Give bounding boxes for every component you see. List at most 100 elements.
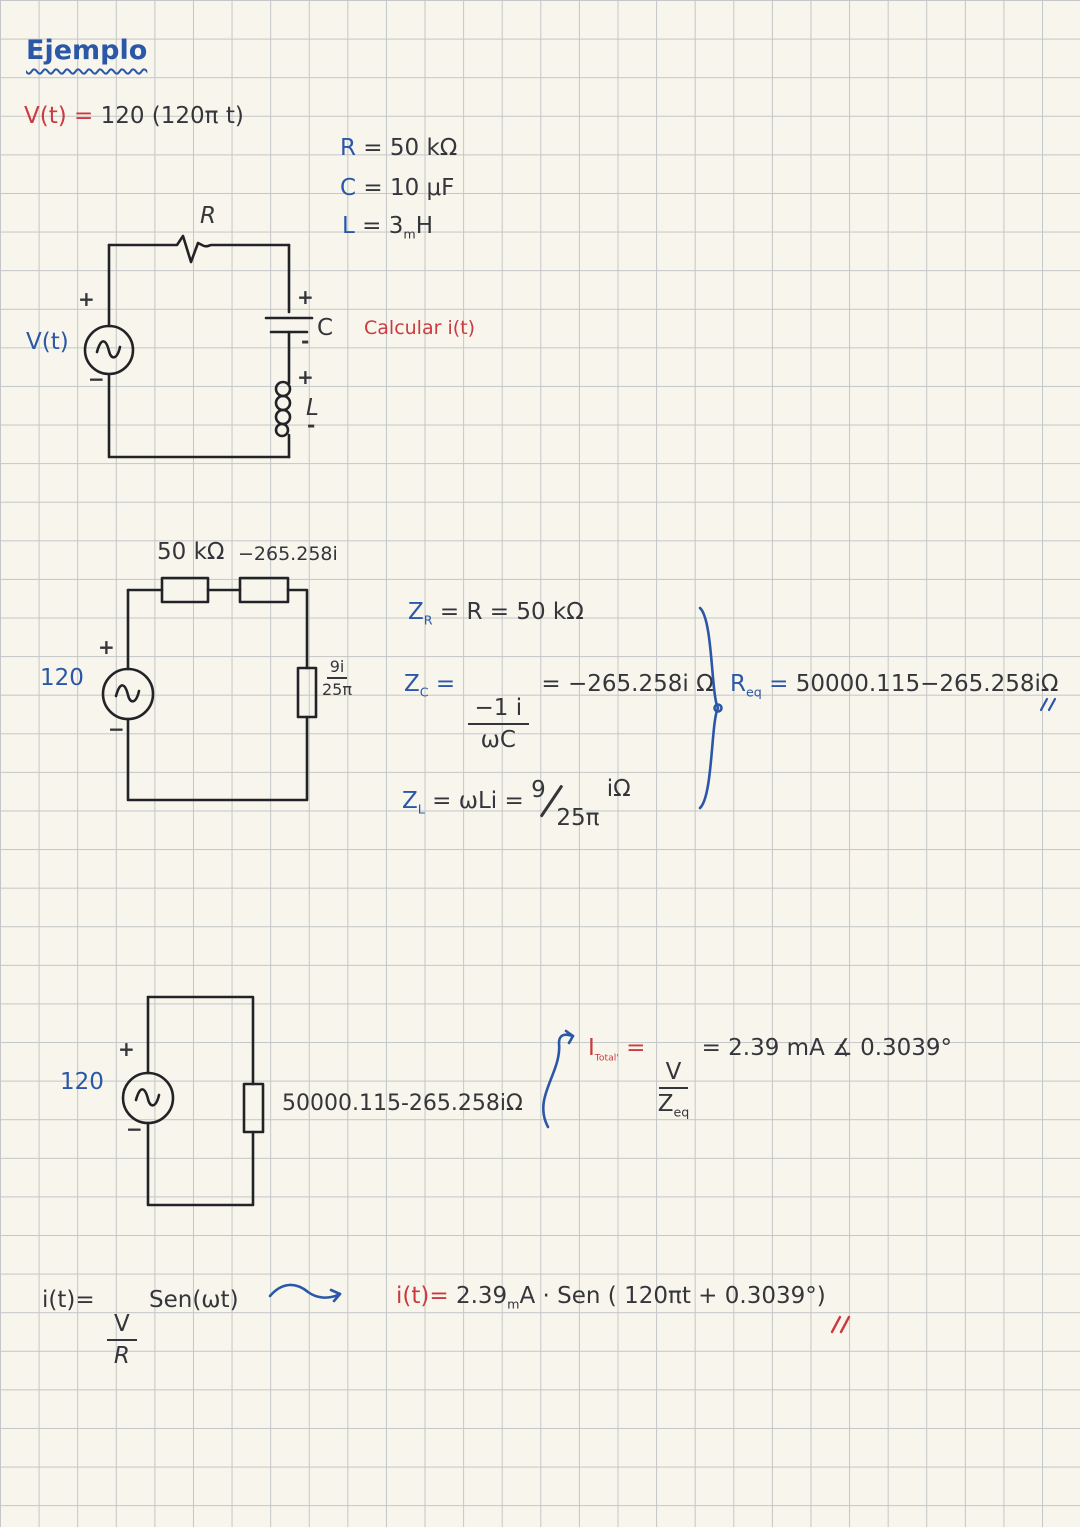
equation-zl: ZL = ωLi = 9 25π iΩ [402, 776, 631, 831]
circuit3-source-value: 120 [60, 1069, 104, 1095]
itotal-den-subscript: eq [673, 1105, 690, 1121]
circuit2-source-plus: + [98, 635, 115, 659]
req-closing-tick-icon [1039, 697, 1057, 712]
req-value: 50000.115−265.258iΩ [795, 671, 1059, 697]
circuit1-capacitor-label: C [317, 315, 334, 341]
itotal-subscript: Total' [594, 1052, 619, 1064]
generic-current-fraction: V R [106, 1311, 137, 1370]
circuit2-inductor-num: 9i [326, 658, 348, 679]
param-capacitance-value: = 10 μF [363, 175, 455, 201]
circuit1-cap-minus: - [301, 329, 310, 353]
circuit3-schematic [121, 995, 265, 1207]
circuit3-impedance-value: 50000.115-265.258iΩ [282, 1091, 523, 1116]
param-capacitance-symbol: C [340, 175, 357, 201]
zl-denominator: 25π [556, 805, 600, 831]
zc-equals: = [435, 671, 456, 697]
circuit2-schematic [101, 576, 318, 802]
inductor-symbol [274, 380, 292, 438]
given-voltage-rhs: 120 (120π t) [100, 103, 244, 129]
circuit1-source-minus: − [88, 367, 105, 391]
circuit2-inductor-value: 9i 25π [322, 658, 352, 698]
sine-glyph [95, 340, 122, 359]
param-capacitance: C = 10 μF [340, 175, 455, 201]
equation-final-current: i(t)= 2.39mA · Sen ( 120πt + 0.3039°) [396, 1283, 826, 1312]
itotal-result: = 2.39 mA ∡ 0.3039° [701, 1035, 953, 1061]
sine-glyph [114, 684, 141, 703]
given-voltage-equation: V(t) = 120 (120π t) [24, 103, 244, 129]
circuit1-inductor-label: L [306, 395, 319, 421]
param-inductance-unit: H [415, 213, 433, 239]
zl-subscript: L [417, 801, 425, 817]
circuit1-resistor-label: R [200, 203, 216, 229]
generic-current-num: V [106, 1311, 137, 1342]
req-subscript: eq [745, 684, 762, 700]
capacitor-box [238, 576, 290, 604]
resistor-box [160, 576, 210, 604]
sine-glyph [134, 1088, 161, 1107]
wavy-arrow-icon [268, 1283, 342, 1303]
itotal-den-symbol: Z [657, 1091, 674, 1118]
zc-denominator: ωC [480, 727, 516, 754]
zc-fraction: −1 i ωC [467, 695, 530, 754]
zl-symbol: Z [402, 788, 418, 814]
param-inductance: L = 3mH [342, 213, 433, 242]
generic-current-lhs: i(t)= [42, 1287, 95, 1313]
final-current-amplitude: 2.39 [455, 1283, 508, 1309]
param-resistance: R = 50 kΩ [340, 135, 458, 161]
circuit1-schematic [83, 234, 314, 459]
generic-current-den: R [113, 1343, 130, 1370]
equivalent-impedance-box [242, 1082, 265, 1134]
inductor-box [296, 666, 318, 719]
param-inductance-symbol: L [342, 213, 355, 239]
req-symbol: R [730, 671, 746, 697]
itotal-fraction: V Zeq [657, 1059, 690, 1121]
itotal-numerator: V [658, 1059, 689, 1090]
circuit2-source-value: 120 [40, 665, 84, 691]
zc-symbol: Z [404, 671, 420, 697]
zl-middle: = ωLi = [432, 788, 524, 814]
circuit1-ind-plus: + [297, 365, 314, 389]
circuit1-source-plus: + [78, 287, 95, 311]
zr-subscript: R [423, 612, 433, 628]
zl-fraction: 9 25π [531, 777, 607, 831]
circuit3-source-plus: + [118, 1037, 135, 1061]
circuit3-source-minus: − [126, 1117, 143, 1141]
flow-arrow-icon [542, 1029, 575, 1129]
final-current-expression: A · Sen ( 120πt + 0.3039°) [519, 1283, 826, 1309]
zc-subscript: C [419, 684, 429, 700]
circuit1-ind-minus: - [307, 413, 316, 437]
param-resistance-value: = 50 kΩ [363, 135, 458, 161]
circuit2-source-minus: − [108, 717, 125, 741]
circuit2-capacitor-value: −265.258i [238, 543, 338, 565]
circuit2-inductor-den: 25π [322, 679, 352, 699]
task-label: Calcular i(t) [364, 317, 476, 339]
page-title: Ejemplo [26, 35, 148, 66]
given-voltage-lhs: V(t) = [24, 103, 94, 129]
zl-unit: iΩ [606, 776, 631, 802]
zr-symbol: Z [408, 599, 424, 625]
equation-itotal: ITotal' = V Zeq = 2.39 mA ∡ 0.3039° [588, 1035, 953, 1121]
equation-zr: ZR = R = 50 kΩ [408, 599, 584, 628]
grouping-brace-icon [698, 606, 723, 810]
param-inductance-value: = 3 [362, 213, 404, 239]
zc-numerator: −1 i [467, 695, 530, 726]
equation-generic-current: i(t)= V R Sen(ωt) [42, 1287, 239, 1370]
zl-numerator: 9 [531, 777, 546, 803]
param-resistance-symbol: R [340, 135, 356, 161]
final-current-lhs: i(t)= [396, 1283, 449, 1309]
circuit1-cap-plus: + [297, 285, 314, 309]
itotal-equals: = [626, 1035, 646, 1061]
equation-req: Req = 50000.115−265.258iΩ [730, 671, 1059, 700]
final-current-milli-sub: m [507, 1296, 520, 1312]
itotal-symbol: I [588, 1035, 595, 1061]
circuit2-resistor-value: 50 kΩ [157, 539, 225, 565]
equation-zc: ZC = −1 i ωC = −265.258i Ω [404, 671, 714, 754]
req-equals: = [769, 671, 789, 697]
final-closing-tick-icon [830, 1315, 851, 1334]
zr-value: = R = 50 kΩ [439, 599, 584, 625]
generic-current-function: Sen(ωt) [149, 1287, 239, 1313]
resistor-symbol [107, 234, 291, 264]
zc-value: = −265.258i Ω [541, 671, 714, 697]
circuit1-source-label: V(t) [26, 329, 69, 355]
param-inductance-sub: m [403, 226, 416, 242]
